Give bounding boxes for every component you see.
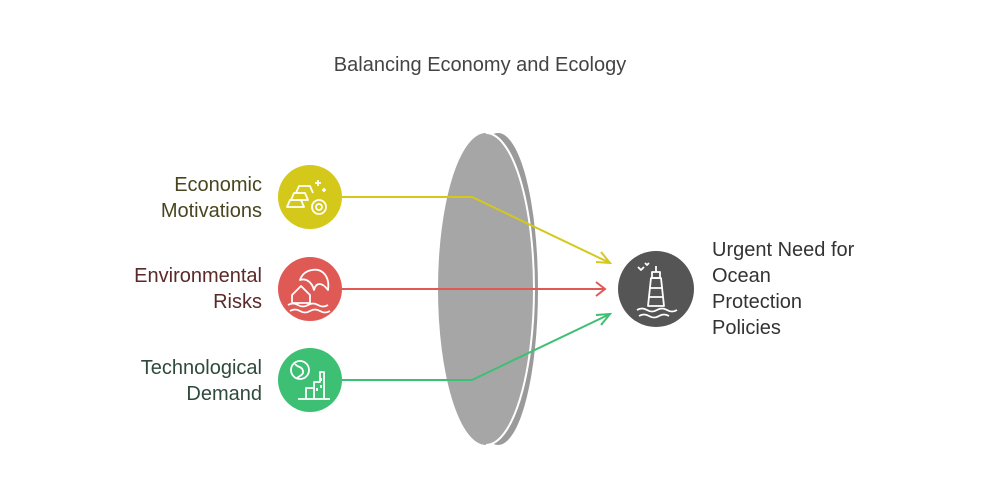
label-technological-demand: Technological Demand: [22, 355, 262, 407]
technological-circle: [278, 348, 342, 412]
label-line: Economic: [174, 174, 262, 196]
economic-circle: [278, 165, 342, 229]
connector-environmental: [342, 281, 607, 297]
gold-coins-icon: [286, 180, 327, 215]
output-label-line: Urgent Need for: [712, 239, 855, 261]
environmental-circle: [278, 257, 342, 321]
output-circle: [618, 251, 694, 327]
lighthouse-icon: [636, 262, 678, 319]
output-label-line: Ocean: [712, 265, 771, 287]
output-label-line: Policies: [712, 317, 781, 339]
label-line: Demand: [186, 383, 262, 405]
output-label-line: Protection: [712, 291, 803, 313]
globe-city-icon: [290, 360, 330, 400]
label-line: Technological: [140, 357, 262, 379]
label-line: Risks: [213, 291, 262, 313]
connector-economic: [342, 196, 613, 265]
label-line: Environmental: [134, 265, 262, 287]
connector-technological: [342, 312, 613, 381]
flood-house-icon: [287, 268, 331, 314]
diagram-title: Balancing Economy and Ecology: [333, 54, 627, 76]
label-environmental-risks: Environmental Risks: [22, 263, 262, 315]
label-line: Motivations: [160, 200, 262, 222]
output-label: Urgent Need for Ocean Protection Policie…: [712, 237, 982, 341]
label-economic-motivations: Economic Motivations: [22, 172, 262, 224]
